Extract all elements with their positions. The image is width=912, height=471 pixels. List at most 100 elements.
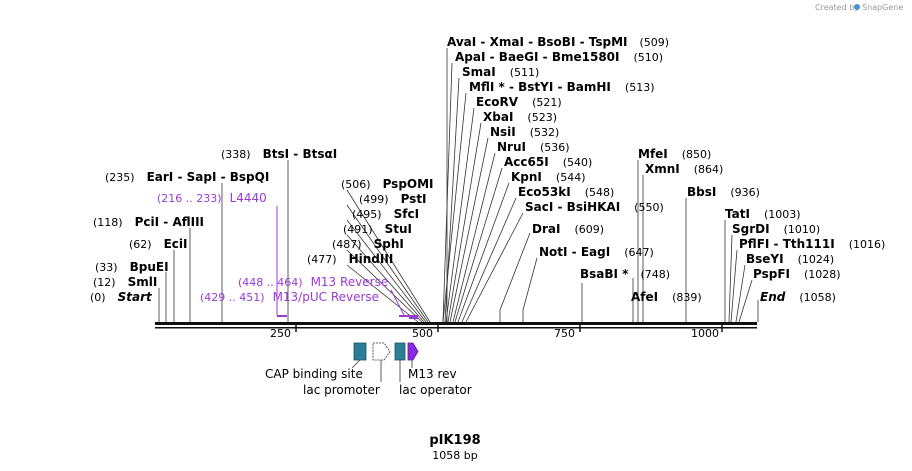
svg-text:(118)PciI - AflIII: (118)PciI - AflIII	[93, 215, 204, 229]
enzyme-label: EciI	[164, 237, 188, 251]
features: CAP binding site lac promoter M13 rev la…	[265, 342, 472, 397]
feature-label: M13 rev	[408, 367, 457, 381]
svg-text:SmaI(511): SmaI(511)	[462, 65, 539, 79]
site-position: (548)	[585, 186, 615, 199]
svg-text:Eco53kI(548): Eco53kI(548)	[518, 185, 614, 199]
enzyme-label: SphI	[374, 237, 404, 251]
svg-text:(33)BpuEI: (33)BpuEI	[95, 260, 169, 274]
site-position: (523)	[527, 111, 557, 124]
svg-text:(216 .. 233)L4440: (216 .. 233) L4440	[157, 191, 267, 205]
svg-text:(12)SmlI: (12)SmlI	[93, 275, 157, 289]
sequence-bar-lower	[155, 327, 757, 329]
tick-label: 500	[412, 327, 433, 340]
enzyme-label: BamHI	[567, 80, 611, 94]
primers: (216 .. 233) L4440 (448 .. 464) M13 Revers…	[157, 191, 418, 319]
feature-label: CAP binding site	[265, 367, 363, 381]
enzyme-label: BtsI	[263, 147, 290, 161]
enzyme-label: SgrDI	[732, 222, 770, 236]
site-position: (532)	[530, 126, 560, 139]
site-position: (509)	[640, 36, 670, 49]
enzyme-label: PstI	[401, 192, 427, 206]
enzyme-label: DraI	[532, 222, 560, 236]
enzyme-label: AvaI	[447, 35, 476, 49]
site-position: (510)	[634, 51, 664, 64]
enzyme-labels-left: (338)BtsI - BtsαI (235)EarI - SapI - Bsp…	[90, 147, 434, 304]
enzyme-label: BseYI	[746, 252, 784, 266]
site-position: (647)	[624, 246, 654, 259]
enzyme-label: ApaI	[455, 50, 485, 64]
site-position: (487)	[332, 238, 362, 251]
site-position: (0)	[90, 291, 106, 304]
cap-binding-site-icon	[353, 342, 367, 361]
enzyme-label: SapI	[187, 170, 217, 184]
svg-text:NsiI(532): NsiI(532)	[490, 125, 559, 139]
primer-label: L4440	[230, 191, 267, 205]
svg-text:SacI - BsiHKAI(550): SacI - BsiHKAI(550)	[525, 200, 664, 214]
svg-text:Acc65I(540): Acc65I (540)	[504, 155, 592, 169]
enzyme-label: BsiHKAI	[567, 200, 621, 214]
enzyme-label: EarI	[147, 170, 174, 184]
enzyme-label: SfcI	[394, 207, 419, 221]
site-position: (1003)	[764, 208, 801, 221]
enzyme-label: AfeI	[631, 290, 658, 304]
enzyme-label: NotI	[539, 245, 568, 259]
enzyme-label: PspFI	[753, 267, 790, 281]
svg-text:(491)StuI: (491) StuI	[343, 222, 412, 236]
enzyme-label: StuI	[385, 222, 412, 236]
site-position: (216 .. 233)	[157, 192, 222, 205]
lac-operator-icon	[394, 342, 406, 361]
enzyme-label: Start	[118, 290, 153, 304]
site-position: (1010)	[784, 223, 821, 236]
site-position: (540)	[563, 156, 593, 169]
enzyme-label: AflIII	[172, 215, 204, 229]
site-position: (477)	[307, 253, 337, 266]
site-position: (118)	[93, 216, 123, 229]
svg-text:NotI - EagI(647): NotI - EagI(647)	[539, 245, 654, 259]
enzyme-label: SmlI	[128, 275, 158, 289]
enzyme-labels-right: MfeI(850) XmnI(864) BbsI(936) TatI(1003)…	[631, 147, 885, 304]
svg-text:(506)PspOMI: (506)PspOMI	[341, 177, 434, 191]
svg-text:TatI(1003): TatI (1003)	[725, 207, 801, 221]
enzyme-label: BaeGI	[499, 50, 539, 64]
site-position: (521)	[532, 96, 562, 109]
plasmid-length: 1058 bp	[432, 449, 477, 462]
tick-label: 750	[554, 327, 575, 340]
enzyme-label: MfeI	[638, 147, 668, 161]
enzyme-label: TatI	[725, 207, 750, 221]
site-position: (550)	[634, 201, 664, 214]
enzyme-label: BpuEI	[130, 260, 169, 274]
snapgene-logo-icon	[854, 4, 860, 10]
svg-text:BseYI(1024): BseYI(1024)	[746, 252, 834, 266]
svg-text:(495)SfcI: (495)SfcI	[352, 207, 419, 221]
site-position: (499)	[359, 193, 389, 206]
enzyme-label: BstYI	[518, 80, 553, 94]
plasmid-name: pIK198	[429, 433, 480, 448]
svg-text:KpnI(544): KpnI(544)	[511, 170, 586, 184]
primer-label: M13 Reverse	[311, 275, 389, 289]
svg-text:(477)HindIII: (477) HindIII	[307, 252, 393, 266]
svg-text:XmnI(864): XmnI(864)	[645, 162, 723, 176]
cut-site-lines	[158, 48, 759, 323]
svg-text:PflFI - Tth111I(1016): PflFI - Tth111I(1016)	[739, 237, 885, 251]
enzyme-label: XmaI	[490, 35, 524, 49]
site-position: (491)	[343, 223, 373, 236]
axis-ticks: 250 500 750 1000	[270, 325, 723, 340]
enzyme-label: Acc65I	[504, 155, 549, 169]
enzyme-label: EcoRV	[476, 95, 519, 109]
site-position: (536)	[540, 141, 570, 154]
site-position: (864)	[694, 163, 724, 176]
site-position: (839)	[672, 291, 702, 304]
site-position: (448 .. 464)	[238, 276, 303, 289]
svg-text:AfeI(839): AfeI (839)	[631, 290, 702, 304]
enzyme-label: MflI *	[469, 80, 505, 94]
enzyme-label: BtsαI	[302, 147, 337, 161]
svg-text:SgrDI(1010): SgrDI (1010)	[732, 222, 820, 236]
site-position: (1028)	[804, 268, 841, 281]
site-position: (62)	[129, 238, 152, 251]
svg-text:DraI(609): DraI(609)	[532, 222, 604, 236]
site-position: (1016)	[849, 238, 886, 251]
enzyme-label: EagI	[581, 245, 610, 259]
enzyme-label: HindIII	[349, 252, 394, 266]
enzyme-label: XbaI	[483, 110, 513, 124]
m13-rev-arrow-icon	[407, 342, 419, 361]
